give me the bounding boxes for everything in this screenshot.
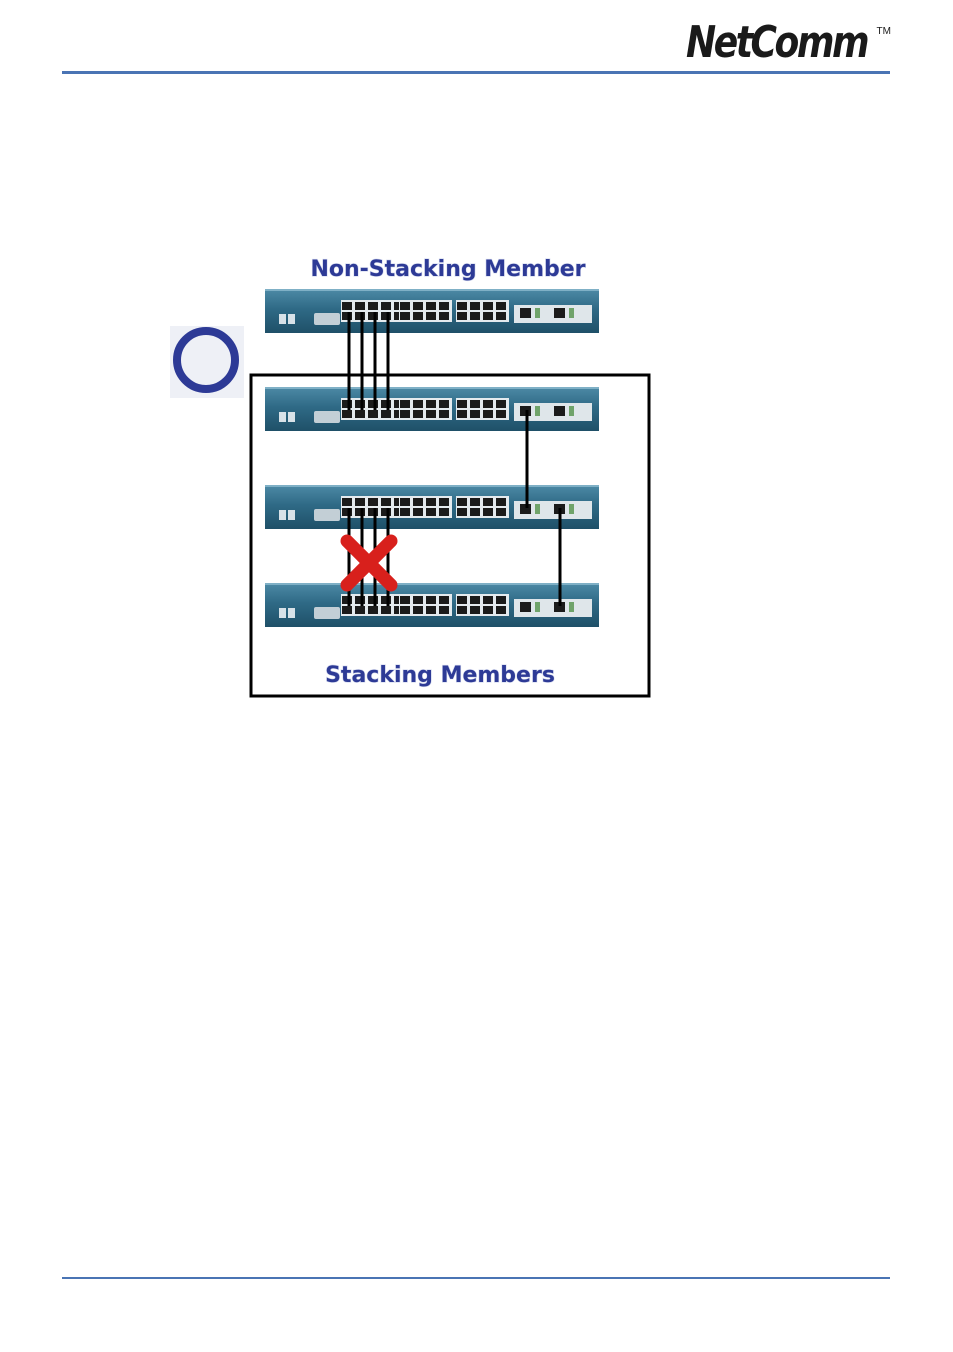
switch-unit-4: [265, 583, 599, 627]
switch-stack: [265, 289, 599, 627]
switch-unit-3: [265, 485, 599, 529]
stacking-members-label: Stacking Members: [325, 663, 555, 688]
cables: [349, 312, 560, 606]
footer-rule: [62, 1277, 890, 1279]
correct-mark-circle-icon: [170, 326, 244, 398]
switch-unit-2: [265, 387, 599, 431]
switch-unit-1: [265, 289, 599, 333]
wrong-mark-cross-icon: [347, 541, 391, 585]
non-stacking-member-label: Non-Stacking Member: [310, 257, 585, 282]
